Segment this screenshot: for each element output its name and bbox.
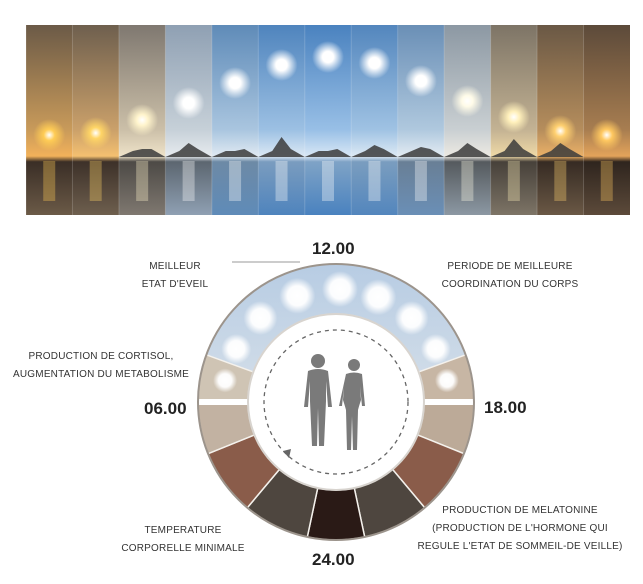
banner-sun-icon <box>544 115 577 147</box>
banner-panel <box>304 25 352 215</box>
annotation-melatonin: PRODUCTION DE MELATONINE (PRODUCTION DE … <box>400 502 640 556</box>
banner-panel-sky <box>444 25 492 215</box>
banner-panel-sky <box>165 25 213 215</box>
annotation-coordination-line-1: PERIODE DE MEILLEURE <box>447 261 573 272</box>
annotation-melatonin-line-3: REGULE L'ETAT DE SOMMEIL-DE VEILLE) <box>417 541 623 552</box>
woman-silhouette-icon <box>339 359 365 450</box>
banner-sun-reflection <box>275 161 288 201</box>
sun-marker-icon <box>279 277 316 314</box>
hour-label-noon: 12.00 <box>312 239 355 258</box>
sun-marker-icon <box>321 271 358 308</box>
dial-rim <box>197 263 475 541</box>
cycle-dashed-circle <box>263 329 409 475</box>
banner-sun-icon <box>590 119 623 151</box>
sun-marker-icon <box>394 301 429 336</box>
banner-sun-reflection <box>229 161 242 201</box>
banner-mountain <box>351 145 398 157</box>
banner-panel <box>490 25 538 215</box>
banner-panel <box>397 25 445 215</box>
banner-sun-reflection <box>600 161 613 201</box>
day-cycle-banner <box>26 25 630 215</box>
banner-panel <box>350 25 399 215</box>
banner-sun-reflection <box>414 161 427 201</box>
banner-mountain <box>490 139 538 157</box>
annotation-cortisol-line-1: PRODUCTION DE CORTISOL, <box>28 351 174 362</box>
banner-sun-icon <box>219 67 252 99</box>
annotation-melatonin-line-1: PRODUCTION DE MELATONINE <box>442 505 598 516</box>
annotation-wake: MEILLEUR ETAT D'EVEIL <box>120 258 230 294</box>
annotation-wake-line-1: MEILLEUR <box>149 261 201 272</box>
banner-sun-icon <box>312 41 344 73</box>
banner-panel <box>536 25 585 215</box>
banner-mountain <box>118 149 166 157</box>
banner-sun-icon <box>358 47 391 79</box>
banner-mountain <box>537 143 584 157</box>
man-silhouette-icon <box>304 354 332 446</box>
banner-panel <box>257 25 306 215</box>
banner-sun-icon <box>265 49 298 81</box>
annotation-cortisol: PRODUCTION DE CORTISOL, AUGMENTATION DU … <box>6 348 196 384</box>
banner-sun-icon <box>404 65 437 97</box>
annotation-temperature: TEMPERATURE CORPORELLE MINIMALE <box>118 522 248 558</box>
banner-sun-reflection <box>554 161 567 201</box>
banner-mountain <box>397 147 445 157</box>
banner-panel <box>118 25 166 215</box>
annotation-melatonin-line-2: (PRODUCTION DE L'HORMONE QUI <box>432 523 608 534</box>
banner-sun-reflection <box>322 161 334 201</box>
banner-image <box>26 25 630 215</box>
banner-sun-reflection <box>43 161 56 201</box>
banner-panel <box>443 25 492 215</box>
banner-sun-reflection <box>507 161 520 201</box>
hour-label-evening: 18.00 <box>484 398 527 417</box>
sun-marker-icon <box>243 301 278 336</box>
banner-panel <box>71 25 120 215</box>
annotation-temperature-line-1: TEMPERATURE <box>144 525 222 536</box>
banner-panel <box>164 25 213 215</box>
banner-mountain <box>304 149 352 157</box>
banner-panel <box>211 25 259 215</box>
banner-panel-sky <box>397 25 445 215</box>
banner-sun-icon <box>79 117 112 149</box>
sun-marker-icon <box>221 333 252 364</box>
sun-markers <box>213 271 459 393</box>
banner-mountain <box>211 149 259 157</box>
banner-panel <box>583 25 630 215</box>
banner-sun-reflection <box>182 161 195 201</box>
annotation-temperature-line-2: CORPORELLE MINIMALE <box>121 543 245 554</box>
hour-label-morning: 06.00 <box>144 399 187 418</box>
sun-marker-icon <box>213 368 238 393</box>
annotation-coordination: PERIODE DE MEILLEURE COORDINATION DU COR… <box>430 258 590 294</box>
banner-mountain <box>165 143 212 157</box>
banner-sun-reflection <box>461 161 474 201</box>
banner-mountain <box>258 137 305 157</box>
banner-sun-icon <box>126 104 159 136</box>
banner-sun-icon <box>451 85 484 117</box>
banner-sun-reflection <box>368 161 381 201</box>
banner-sun-reflection <box>89 161 102 201</box>
cycle-arrow-icon <box>283 449 291 458</box>
banner-sun-reflection <box>136 161 149 201</box>
banner-mountain <box>444 143 491 157</box>
sun-marker-icon <box>420 333 451 364</box>
annotation-coordination-line-2: COORDINATION DU CORPS <box>441 279 579 290</box>
banner-sun-icon <box>497 101 530 133</box>
banner-sun-icon <box>172 87 205 119</box>
annotation-wake-line-2: ETAT D'EVEIL <box>141 279 209 290</box>
hour-label-midnight: 24.00 <box>312 550 355 569</box>
inner-disc <box>247 313 425 491</box>
sun-marker-icon <box>360 279 397 316</box>
banner-sun-icon <box>33 119 66 151</box>
banner-panel <box>26 25 73 215</box>
annotation-cortisol-line-2: AUGMENTATION DU METABOLISME <box>13 369 189 380</box>
banner-panel-sky <box>211 25 259 215</box>
sun-marker-icon <box>434 368 459 393</box>
